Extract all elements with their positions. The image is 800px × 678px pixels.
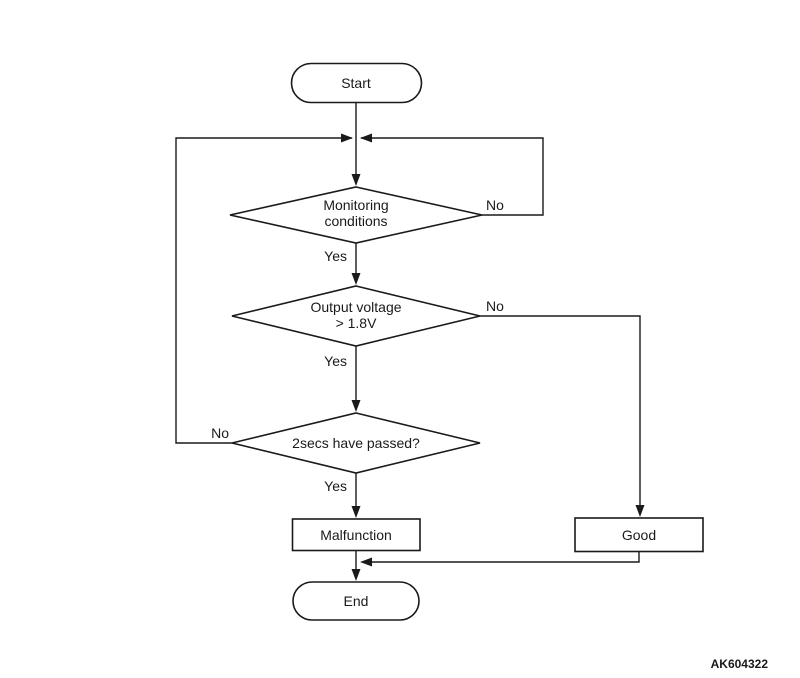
- figure-id: AK604322: [711, 657, 769, 671]
- arrow-into-end-icon: [351, 569, 361, 581]
- output-voltage-decision-shape: [231, 285, 481, 347]
- monitoring-decision-node: Monitoring conditions: [229, 186, 483, 244]
- good-label: Good: [622, 527, 656, 543]
- arrow-into-output-voltage-icon: [351, 273, 361, 285]
- good-shape: [574, 517, 704, 553]
- malfunction-shape: [291, 518, 421, 552]
- nodes: Start Monitoring conditions Output volta…: [229, 62, 704, 621]
- two-secs-decision-node: 2secs have passed?: [231, 412, 481, 474]
- start-node: Start: [290, 62, 423, 104]
- edge-monitoring-no-loop: [361, 137, 544, 216]
- output-voltage-decision-node: Output voltage > 1.8V: [231, 285, 481, 347]
- arrow-into-two-secs-icon: [351, 400, 361, 412]
- output-voltage-no-label: No: [486, 298, 504, 314]
- two-secs-label: 2secs have passed?: [292, 435, 420, 451]
- output-voltage-yes-label: Yes: [324, 353, 347, 369]
- end-label: End: [344, 593, 369, 609]
- start-shape: [290, 62, 423, 104]
- monitoring-yes-label: Yes: [324, 248, 347, 264]
- arrow-into-good-icon: [635, 505, 645, 517]
- output-voltage-label-line1: Output voltage: [310, 299, 401, 315]
- two-secs-decision-shape: [231, 412, 481, 474]
- monitoring-label-line1: Monitoring: [323, 197, 388, 213]
- end-node: End: [292, 581, 420, 621]
- arrow-into-monitoring-icon: [351, 174, 361, 186]
- arrow-junction-right-icon: [360, 133, 372, 143]
- arrow-good-join-icon: [360, 557, 372, 567]
- malfunction-label: Malfunction: [320, 527, 392, 543]
- start-label: Start: [341, 75, 371, 91]
- arrowheads: [341, 133, 645, 581]
- two-secs-no-label: No: [211, 425, 229, 441]
- edge-good-to-end: [363, 551, 640, 563]
- edge-labels: No Yes No Yes No Yes: [211, 197, 504, 494]
- two-secs-yes-label: Yes: [324, 478, 347, 494]
- malfunction-node: Malfunction: [291, 518, 421, 552]
- output-voltage-label-line2: > 1.8V: [336, 315, 378, 331]
- connectors: [175, 102, 641, 578]
- edge-output-voltage-no: [480, 315, 641, 514]
- arrow-junction-left-icon: [341, 133, 353, 143]
- monitoring-no-label: No: [486, 197, 504, 213]
- edge-two-secs-no-loop: [175, 137, 352, 444]
- good-node: Good: [574, 517, 704, 553]
- monitoring-decision-shape: [229, 186, 483, 244]
- monitoring-label-line2: conditions: [324, 213, 387, 229]
- arrow-into-malfunction-icon: [351, 506, 361, 518]
- end-shape: [292, 581, 420, 621]
